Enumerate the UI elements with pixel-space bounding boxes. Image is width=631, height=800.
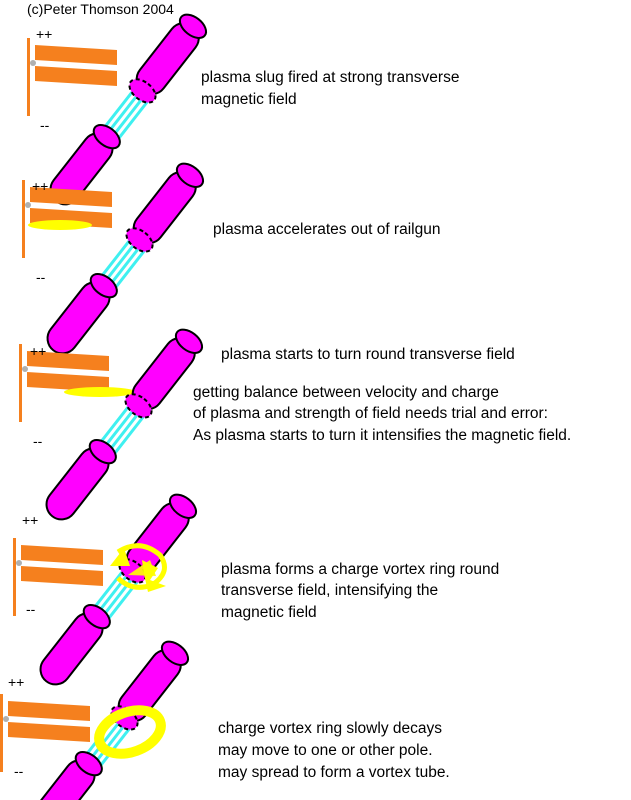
caption-line: may move to one or other pole. — [218, 742, 433, 759]
plasma-slug — [28, 220, 92, 230]
caption-line: magnetic field — [221, 604, 317, 621]
stage-5: ++ -- charge vortex ring slowly decays m… — [0, 635, 450, 800]
plus-label: ++ — [32, 178, 48, 194]
caption-line: plasma forms a charge vortex ring round — [221, 561, 499, 578]
caption-line: charge vortex ring slowly decays — [218, 720, 442, 737]
plus-label: ++ — [8, 674, 24, 690]
plasma-slug — [64, 387, 136, 397]
stage-2: ++ -- plasma accelerates out of railgun — [22, 157, 440, 361]
caption-line: may spread to form a vortex tube. — [218, 764, 450, 781]
plasma-vortex — [110, 543, 167, 592]
note-line: getting balance between velocity and cha… — [193, 384, 499, 401]
caption-line: magnetic field — [201, 91, 297, 108]
caption-line: plasma accelerates out of railgun — [213, 221, 440, 238]
caption-line: plasma starts to turn round transverse f… — [221, 346, 515, 363]
note-line: of plasma and strength of field needs tr… — [193, 405, 548, 422]
railgun — [27, 38, 117, 116]
vortex-ring — [94, 705, 166, 759]
stage-1: ++ -- plasma slug fired at strong transv… — [27, 8, 459, 212]
copyright-label: (c)Peter Thomson 2004 — [27, 1, 174, 17]
stage-3: ++ -- plasma starts to turn round transv… — [19, 323, 571, 527]
note-line: As plasma starts to turn it intensifies … — [193, 427, 571, 444]
minus-label: -- — [33, 433, 43, 449]
stage-4: ++ -- plasma forms a charge vortex ring … — [13, 488, 499, 692]
minus-label: -- — [36, 269, 46, 285]
caption-line: transverse field, intensifying the — [221, 582, 438, 599]
minus-label: -- — [40, 117, 50, 133]
minus-label: -- — [14, 763, 24, 779]
caption-line: plasma slug fired at strong transverse — [201, 69, 459, 86]
minus-label: -- — [26, 601, 36, 617]
plus-label: ++ — [30, 343, 46, 359]
plus-label: ++ — [22, 512, 38, 528]
plus-label: ++ — [36, 26, 52, 42]
